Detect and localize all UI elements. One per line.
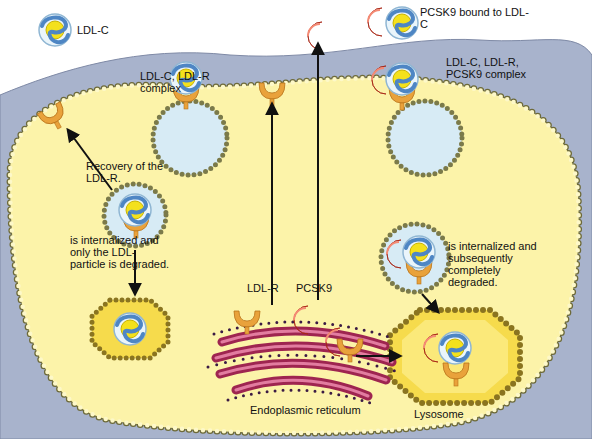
pcsk9-protein: [308, 22, 322, 50]
pcsk9-protein: [368, 8, 382, 36]
lysosome: [92, 300, 168, 358]
annotation-label: LDL-C: [77, 24, 137, 36]
ldl-particle: [39, 14, 71, 46]
cell-cytoplasm: [10, 78, 579, 433]
ldl-particle: [439, 332, 471, 364]
annotation-label: Recovery of the LDL-R.: [86, 160, 168, 184]
ldl-particle: [386, 7, 418, 39]
tissue-background: [0, 39, 592, 439]
annotation-label: Lysosome: [414, 408, 494, 420]
annotation-label: Endoplasmic reticulum: [250, 404, 390, 416]
ldl-particle: [403, 236, 435, 268]
pcsk9-protein: [372, 66, 386, 94]
annotation-label: PCSK9 bound to LDL-C: [420, 6, 530, 30]
endocytic-vesicle: [153, 101, 227, 175]
ldl-particle: [114, 313, 146, 345]
ldl-receptor: [259, 83, 285, 106]
ldl-receptor: [37, 102, 71, 135]
cell-membrane: [10, 78, 579, 433]
annotation-label: is internalized and subsequently complet…: [448, 240, 548, 288]
lysosome: [390, 310, 520, 403]
pcsk9-protein: [424, 334, 438, 362]
pathway-arrows: [68, 44, 438, 356]
pcsk9-protein: [326, 328, 340, 356]
annotation-label: LDL-C, LDL-R complex: [140, 70, 218, 94]
pcsk9-protein: [294, 306, 308, 334]
ldl-receptor: [443, 363, 469, 386]
lysosome-lumen: [402, 320, 508, 393]
ldl-particle: [119, 194, 151, 226]
endoplasmic-reticulum: [208, 322, 398, 405]
ldl-particle: [386, 63, 418, 95]
cell-membrane-heads: [10, 78, 579, 433]
endocytic-vesicle: [388, 101, 462, 175]
pcsk9-protein: [387, 240, 401, 268]
annotation-label: LDL-R: [247, 282, 297, 294]
annotation-label: LDL-C, LDL-R, PCSK9 complex: [446, 56, 556, 80]
ldl-receptor: [337, 339, 363, 362]
annotation-label: PCSK9: [296, 282, 346, 294]
internalized-vesicle: [381, 224, 449, 292]
annotation-label: is internalized and only the LDL-particl…: [70, 234, 170, 270]
ldl-receptor: [234, 311, 260, 334]
